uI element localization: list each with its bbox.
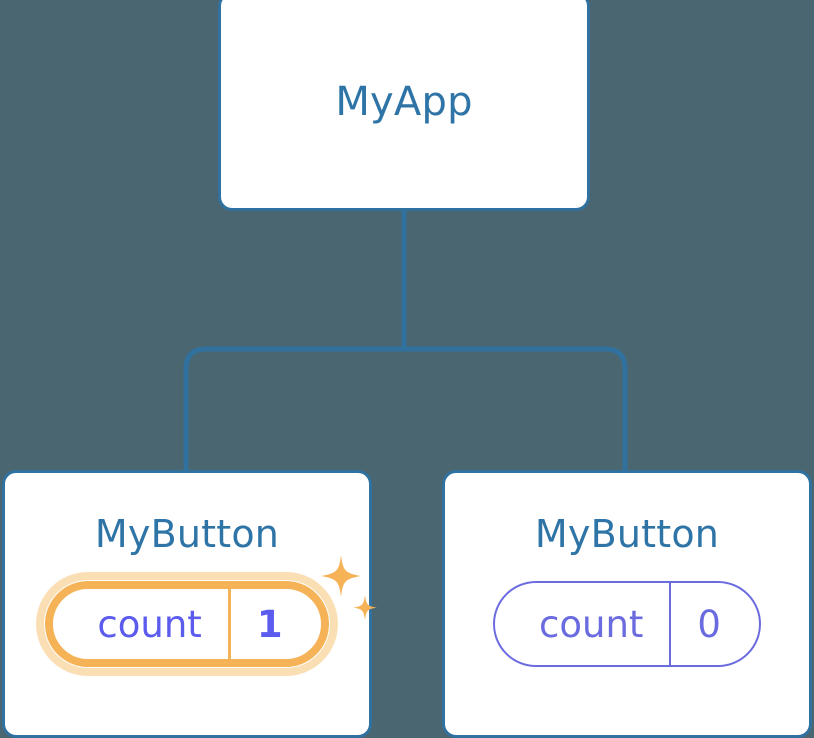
state-key: count — [539, 602, 644, 646]
node-title: MyApp — [335, 78, 473, 125]
state-value: 0 — [669, 583, 759, 665]
state-pill[interactable]: count 1 — [45, 581, 329, 667]
state-pill-normal[interactable]: count 0 — [493, 581, 761, 667]
node-title: MyButton — [94, 512, 280, 556]
sparkles-icon — [320, 555, 377, 620]
edge-bus-to-children — [183, 346, 628, 470]
state-pill-highlighted[interactable]: count 1 — [36, 555, 377, 676]
node-mybutton-left[interactable]: MyButton count 1 — [2, 470, 377, 738]
node-title: MyButton — [534, 512, 720, 556]
node-myapp[interactable]: MyApp — [218, 0, 590, 211]
highlight-glow-ring — [36, 572, 338, 676]
state-pill[interactable]: count 0 — [493, 581, 761, 667]
node-mybutton-right[interactable]: MyButton count 0 — [442, 470, 812, 738]
state-key: count — [97, 602, 202, 646]
state-value: 1 — [227, 589, 321, 659]
